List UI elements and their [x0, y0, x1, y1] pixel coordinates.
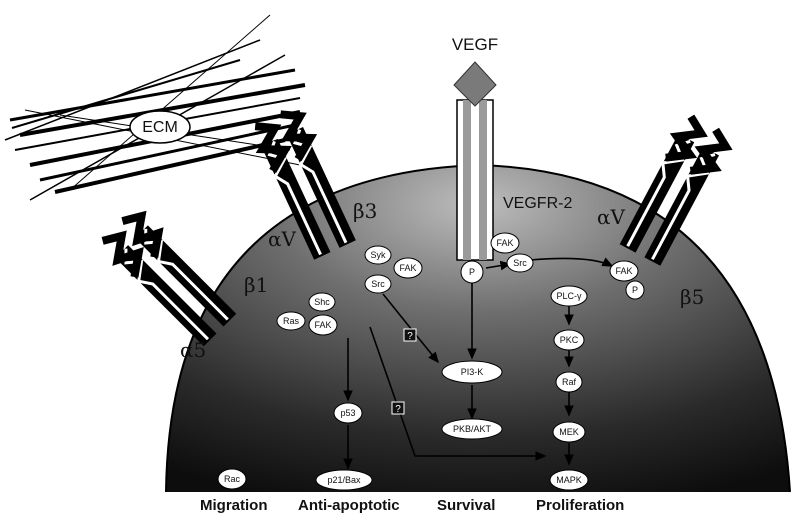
svg-text:FAK: FAK	[496, 238, 513, 248]
svg-text:Ras: Ras	[283, 316, 300, 326]
svg-text:MAPK: MAPK	[556, 475, 582, 485]
outcome-migration: Migration	[200, 497, 268, 514]
node-src-vegfr: Src	[507, 254, 533, 272]
node-p-b5: P	[626, 281, 644, 299]
ecm-fibers	[5, 15, 305, 200]
beta5-label: β5	[680, 285, 704, 309]
alphav-right-label: αV	[597, 205, 626, 229]
node-fak-b5: FAK	[610, 261, 638, 281]
vegfr2-receptor	[457, 100, 493, 260]
question-label-2: ?	[395, 404, 401, 415]
svg-text:Rac: Rac	[224, 474, 241, 484]
node-fak-b3: FAK	[394, 258, 422, 278]
svg-text:PKB/AKT: PKB/AKT	[453, 424, 492, 434]
alpha5-label: α5	[180, 338, 206, 362]
svg-text:P: P	[469, 267, 475, 277]
node-raf: Raf	[556, 372, 582, 392]
node-pkc: PKC	[554, 330, 584, 350]
beta3-label: β3	[353, 199, 377, 223]
svg-text:FAK: FAK	[399, 263, 416, 273]
vegfr2-label: VEGFR-2	[503, 195, 572, 212]
node-src-b3: Src	[365, 275, 391, 293]
vegf-label: VEGF	[452, 35, 498, 54]
ecm-label: ECM	[142, 119, 178, 136]
node-shc: Shc	[309, 293, 335, 311]
svg-text:PLC-γ: PLC-γ	[556, 291, 582, 301]
node-rac: Rac	[218, 469, 246, 489]
svg-text:Src: Src	[513, 258, 527, 268]
svg-text:Shc: Shc	[314, 297, 330, 307]
svg-text:p21/Bax: p21/Bax	[327, 475, 361, 485]
svg-text:PKC: PKC	[560, 335, 579, 345]
node-fak-b1: FAK	[309, 315, 337, 335]
node-mek: MEK	[553, 422, 585, 442]
node-syk: Syk	[365, 246, 391, 264]
node-ras: Ras	[277, 312, 305, 330]
alphav-left-label: αV	[268, 227, 297, 251]
svg-text:Src: Src	[371, 279, 385, 289]
node-p53: p53	[334, 403, 362, 423]
outcome-antiapoptotic: Anti-apoptotic	[298, 497, 400, 514]
outcome-proliferation: Proliferation	[536, 497, 624, 514]
node-p-receptor: P	[461, 261, 483, 283]
node-plc-gamma: PLC-γ	[551, 286, 587, 306]
node-fak-vegfr: FAK	[491, 233, 519, 253]
svg-text:Raf: Raf	[562, 377, 577, 387]
node-mapk: MAPK	[550, 470, 588, 490]
svg-text:MEK: MEK	[559, 427, 579, 437]
svg-text:FAK: FAK	[314, 320, 331, 330]
node-p21-bax: p21/Bax	[316, 470, 372, 490]
beta1-label: β1	[244, 273, 268, 297]
svg-text:Syk: Syk	[370, 250, 386, 260]
svg-text:PI3-K: PI3-K	[461, 367, 484, 377]
svg-text:FAK: FAK	[615, 266, 632, 276]
outcome-survival: Survival	[437, 497, 495, 514]
node-pi3k: PI3-K	[442, 361, 502, 383]
svg-text:P: P	[632, 285, 638, 295]
svg-text:p53: p53	[340, 408, 355, 418]
question-label-1: ?	[407, 331, 413, 342]
node-pkb-akt: PKB/AKT	[442, 419, 502, 439]
